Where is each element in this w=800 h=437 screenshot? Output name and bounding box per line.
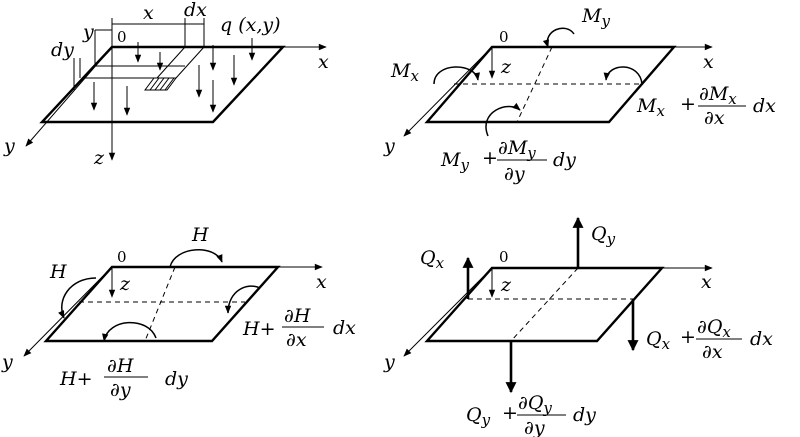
origin-label: 0: [499, 28, 509, 46]
moment-my-arc: [542, 27, 575, 48]
svg-text:dx: dx: [750, 328, 773, 350]
svg-text:+: +: [482, 147, 498, 169]
qy-plus-label: Qy + ∂Qy ∂y dy: [466, 392, 596, 437]
svg-text:∂y: ∂y: [504, 163, 525, 185]
qy-label: Qy: [591, 223, 616, 248]
axis-z-label: z: [500, 56, 512, 78]
svg-text:∂H: ∂H: [284, 305, 311, 327]
svg-text:Qx: Qx: [646, 328, 671, 353]
svg-text:dx: dx: [333, 317, 356, 339]
svg-text:∂Qy: ∂Qy: [518, 392, 552, 417]
axis-x-label: x: [318, 51, 329, 73]
qx-label: Qx: [420, 247, 445, 272]
twist-left-arc: [58, 277, 97, 319]
load-arrows: [90, 38, 256, 116]
hatched-element: [144, 77, 177, 91]
svg-text:∂x: ∂x: [704, 107, 725, 129]
twist-right-arc: [224, 285, 261, 314]
dim-dx-label: dx: [184, 0, 207, 21]
h-front-label: H+ ∂H ∂y dy: [59, 355, 188, 401]
axis-x-label: x: [316, 271, 327, 293]
panel-moments: 0 z x y Mx My Mx + ∂Mx ∂x dx My + ∂My ∂y…: [383, 5, 776, 185]
axis-y-label: y: [383, 135, 395, 157]
svg-text:dy: dy: [165, 368, 188, 390]
svg-text:+: +: [502, 402, 518, 424]
svg-text:∂x: ∂x: [286, 329, 307, 351]
svg-text:∂Mx: ∂Mx: [699, 83, 737, 108]
origin-label: 0: [499, 248, 509, 266]
twist-front-arc: [102, 321, 157, 342]
svg-text:∂y: ∂y: [110, 379, 131, 401]
svg-text:dx: dx: [753, 95, 776, 117]
svg-text:∂H: ∂H: [107, 355, 134, 377]
load-label: q (x,y): [220, 14, 281, 36]
panel-twist: 0 z x y H H H+ ∂H ∂x dx H+ ∂H ∂y dy: [1, 224, 356, 401]
dim-dy-label: dy: [51, 39, 74, 61]
svg-text:+: +: [680, 93, 696, 115]
h-right-label: H+ ∂H ∂x dx: [242, 305, 356, 351]
plate: [39, 45, 286, 124]
dim-x-label: x: [143, 2, 154, 24]
axis-z-label: z: [93, 147, 105, 169]
axis-z-label: z: [500, 274, 512, 296]
svg-text:H+: H+: [242, 318, 276, 340]
svg-text:∂My: ∂My: [498, 137, 536, 162]
qx-plus-label: Qx + ∂Qx ∂x dx: [646, 316, 773, 363]
axis-x-label: x: [701, 271, 712, 293]
origin-label: 0: [117, 28, 127, 46]
svg-text:∂x: ∂x: [702, 341, 723, 363]
axis-y-label: y: [1, 351, 13, 373]
plate: [424, 266, 665, 343]
svg-text:dy: dy: [573, 404, 596, 426]
plate: [424, 45, 677, 124]
svg-text:H+: H+: [59, 368, 93, 390]
panel-load: x dx y dy 0 q (x,y) x y z: [3, 0, 329, 169]
plate: [43, 265, 281, 343]
svg-text:Mx: Mx: [636, 95, 665, 120]
twist-top-arc: [169, 249, 223, 268]
my-label: My: [581, 5, 610, 30]
moment-my-plus-arc: [485, 102, 521, 137]
mx-plus-label: Mx + ∂Mx ∂x dx: [636, 83, 776, 129]
svg-text:My: My: [440, 149, 469, 174]
panel-shear: 0 z x y Qx Qy Qx + ∂Qx ∂x dx Qy + ∂Qy ∂y…: [383, 216, 773, 437]
dim-y-label: y: [82, 21, 94, 43]
moment-mx-arc: [433, 66, 480, 85]
origin-label: 0: [117, 248, 127, 266]
svg-text:∂Qx: ∂Qx: [697, 316, 731, 341]
axis-x-label: x: [703, 51, 714, 73]
my-plus-label: My + ∂My ∂y dy: [440, 137, 576, 185]
axis-y-label: y: [3, 135, 15, 157]
svg-text:∂y: ∂y: [524, 417, 545, 437]
axis-z-label: z: [119, 273, 131, 295]
svg-text:Qy: Qy: [466, 404, 491, 429]
moment-mx-plus-arc: [603, 66, 643, 85]
h-left-label: H: [49, 261, 67, 283]
axis-y-label: y: [383, 351, 395, 373]
svg-text:dy: dy: [553, 149, 576, 171]
svg-text:+: +: [680, 326, 696, 348]
h-top-label: H: [191, 224, 209, 246]
mx-label: Mx: [390, 60, 419, 85]
